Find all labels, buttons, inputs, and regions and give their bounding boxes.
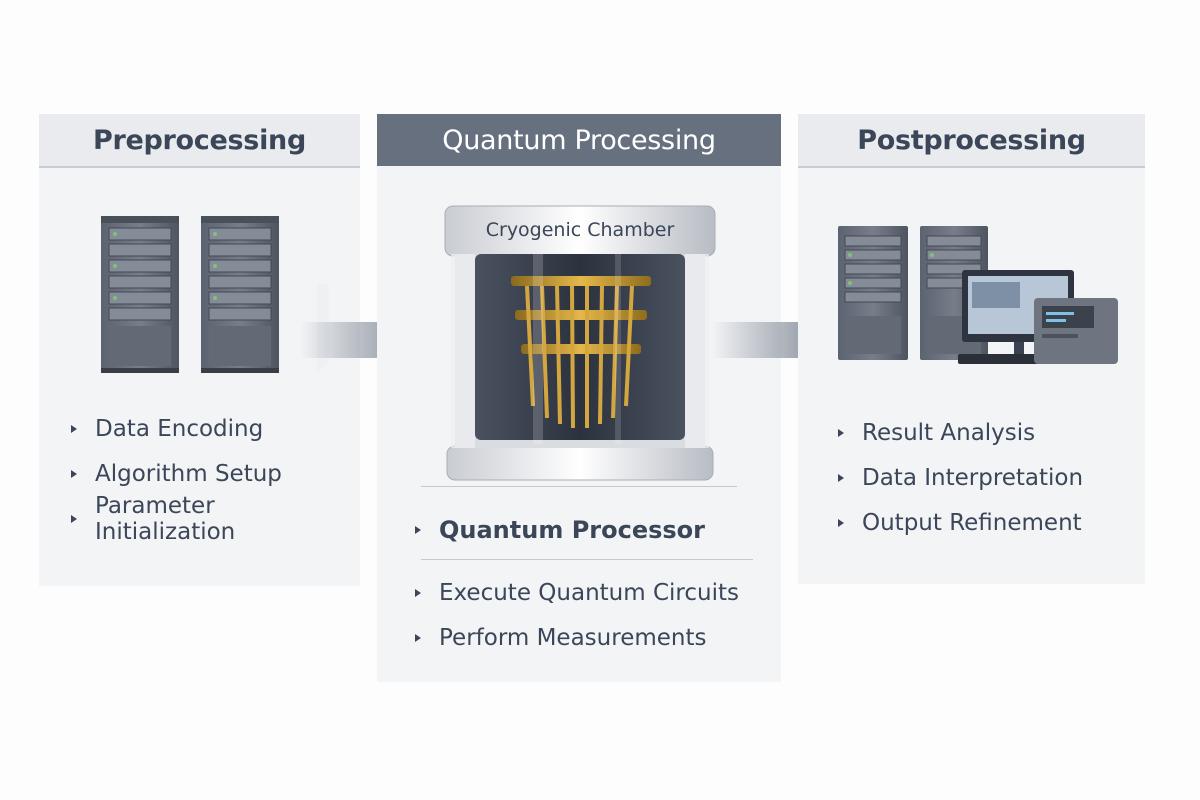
list-item: Result Analysis — [838, 410, 1145, 455]
server-rack-left — [838, 226, 908, 360]
bullet-icon — [415, 588, 421, 597]
chamber-label: Cryogenic Chamber — [486, 219, 675, 241]
server-rack-left — [101, 216, 179, 373]
bullet-icon — [71, 514, 77, 523]
bullet-icon — [71, 469, 77, 478]
quantum-processing-title: Quantum Processing — [377, 114, 781, 166]
list-item-label: Parameter Initialization — [95, 492, 236, 545]
list-item-label: Result Analysis — [862, 419, 1036, 446]
desktop-tower-icon — [1034, 298, 1118, 364]
quantum-processor-heading: Quantum Processor — [415, 516, 705, 544]
quantum-processor-label: Quantum Processor — [439, 516, 706, 544]
divider-line — [421, 559, 753, 560]
bullet-icon — [838, 473, 844, 482]
list-item: Data Interpretation — [838, 455, 1145, 500]
postprocessing-list: Result Analysis Data Interpretation Outp… — [798, 410, 1145, 545]
list-item-label: Output Refinement — [862, 509, 1082, 536]
list-item: Data Encoding — [71, 406, 360, 451]
list-item: Output Refinement — [838, 500, 1145, 545]
preprocessing-list: Data Encoding Algorithm Setup Parameter … — [39, 406, 360, 545]
postprocessing-panel: Postprocessing — [798, 114, 1145, 584]
list-item: Parameter Initialization — [71, 493, 360, 545]
list-item: Perform Measurements — [415, 615, 781, 660]
list-item-label: Execute Quantum Circuits — [439, 579, 739, 606]
list-item: Execute Quantum Circuits — [415, 570, 781, 615]
list-item: Algorithm Setup — [71, 451, 360, 496]
quantum-list: Execute Quantum Circuits Perform Measure… — [377, 570, 781, 660]
bullet-icon — [838, 518, 844, 527]
list-item-label: Data Interpretation — [862, 464, 1084, 491]
list-item-label: Perform Measurements — [439, 624, 707, 651]
bullet-icon — [71, 424, 77, 433]
divider-line — [421, 486, 737, 487]
list-item-label: Data Encoding — [95, 415, 264, 442]
servers-and-computer-illustration — [838, 226, 1118, 364]
bullet-icon — [838, 428, 844, 437]
bullet-icon — [415, 633, 421, 642]
server-racks-illustration — [99, 216, 329, 373]
postprocessing-title: Postprocessing — [798, 114, 1145, 168]
preprocessing-title: Preprocessing — [39, 114, 360, 168]
list-item-label: Algorithm Setup — [95, 460, 282, 487]
quantum-processing-panel: Quantum Processing C — [377, 114, 781, 682]
bullet-icon — [415, 526, 421, 534]
cryogenic-chamber-illustration: Cryogenic Chamber — [444, 205, 716, 481]
server-rack-right — [201, 216, 279, 373]
